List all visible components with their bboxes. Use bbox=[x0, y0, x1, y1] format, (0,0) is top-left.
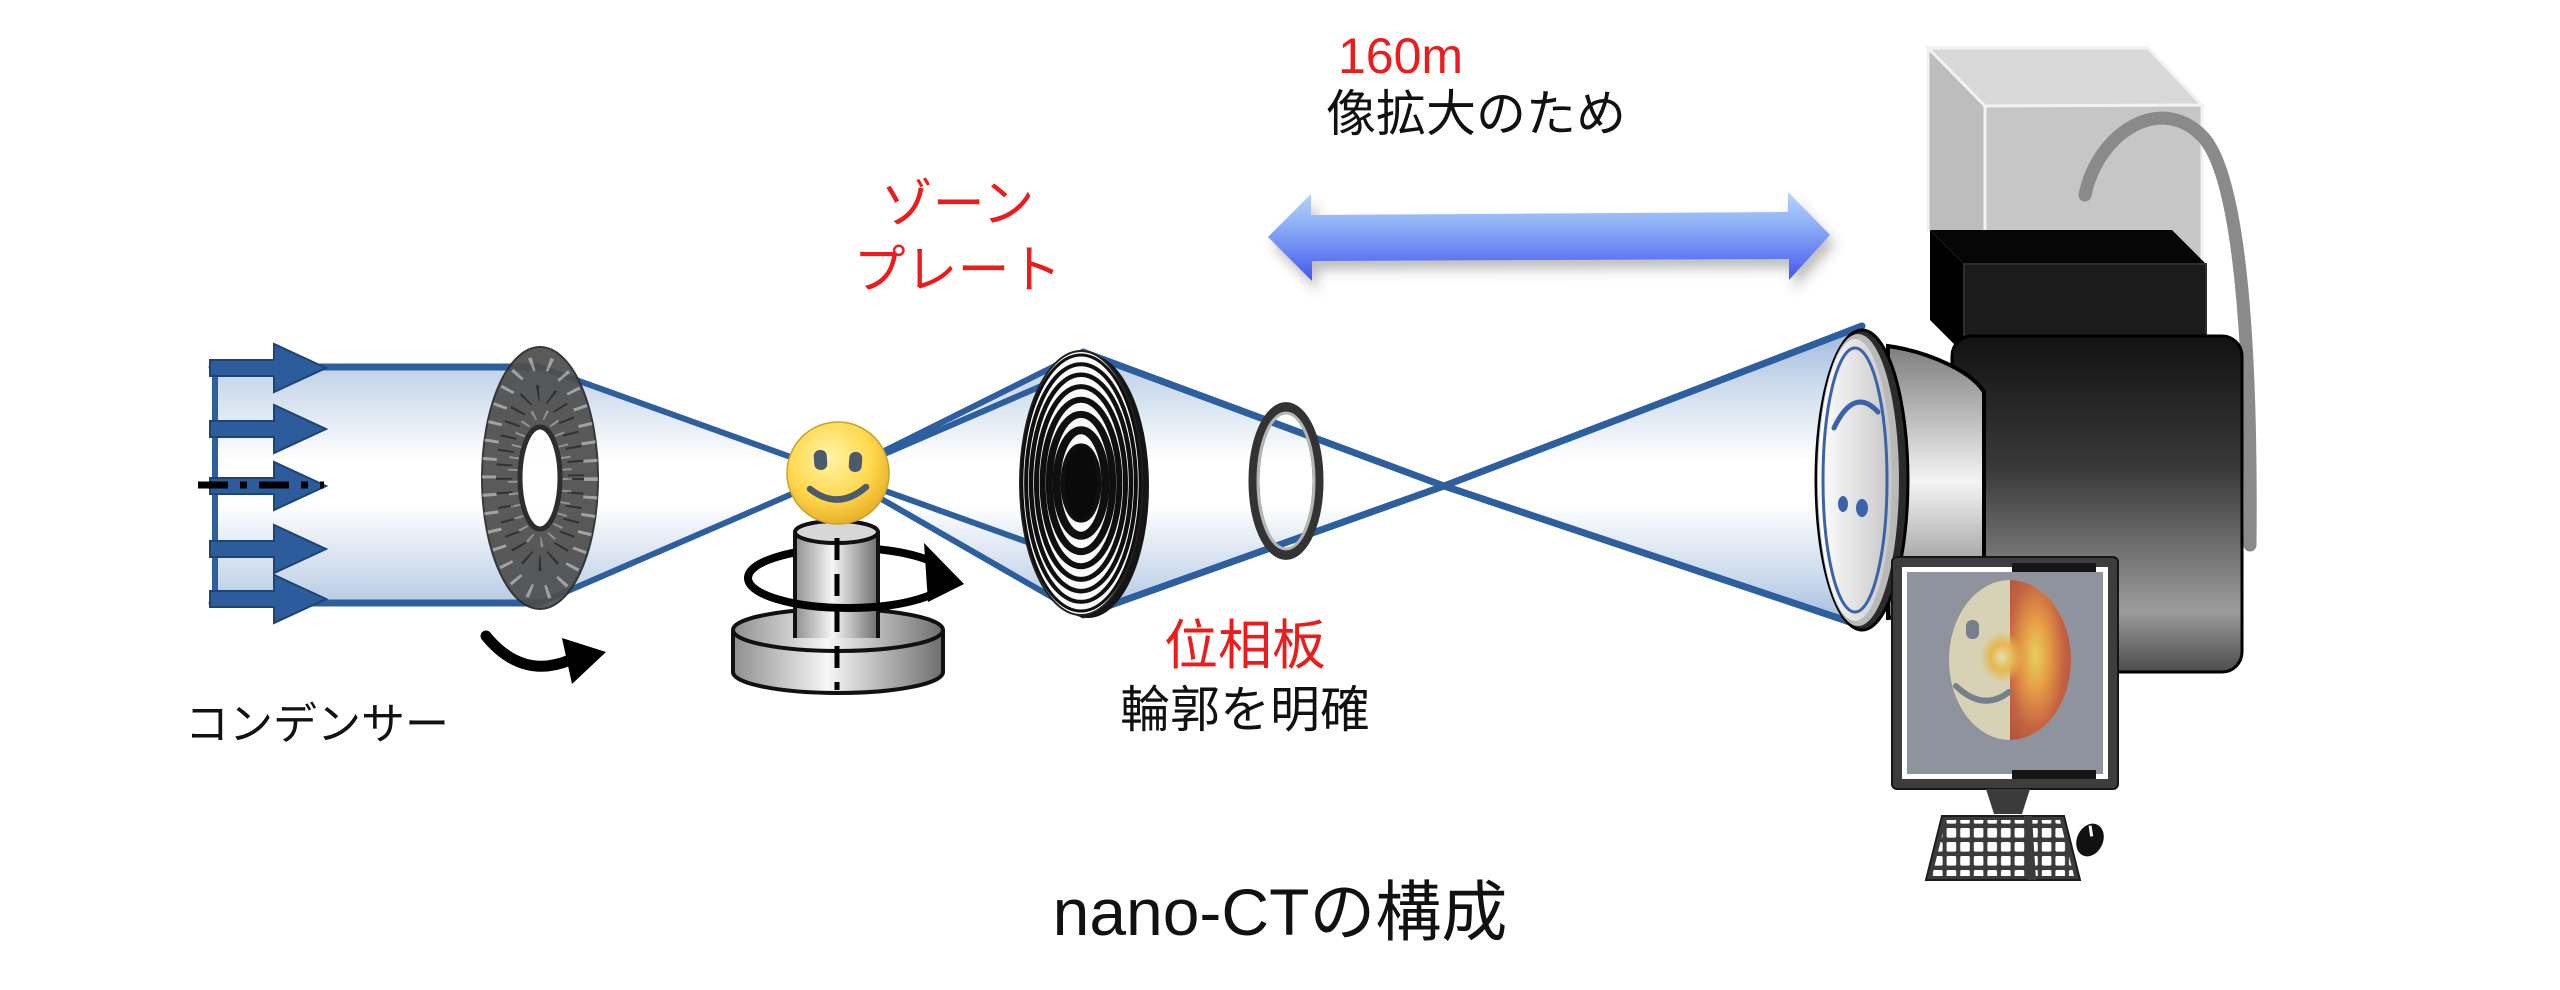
keyboard bbox=[1924, 815, 2082, 881]
condenser-rotation-arrow bbox=[480, 630, 606, 684]
zone-plate bbox=[1019, 350, 1149, 618]
xray-beam bbox=[208, 322, 1866, 630]
phase-plate-purpose-label: 輪郭を明確 bbox=[1120, 682, 1370, 738]
magnification-purpose-label: 像拡大のため bbox=[1326, 86, 1626, 142]
mouse bbox=[2076, 823, 2104, 857]
phase-plate bbox=[1248, 402, 1324, 560]
stage-rotation-arrowhead bbox=[924, 543, 964, 602]
condenser-lens bbox=[481, 346, 599, 610]
reconstructed-sample-image bbox=[1949, 580, 2071, 740]
monitor-stand bbox=[1986, 789, 2030, 814]
zone-plate-label-line2: プレート bbox=[853, 242, 1062, 300]
magnification-double-arrow bbox=[1268, 192, 1830, 281]
phase-plate-label: 位相板 bbox=[1164, 616, 1326, 676]
distance-label: 160m bbox=[1338, 28, 1464, 84]
cable bbox=[2078, 111, 2257, 552]
sample-stage bbox=[731, 502, 964, 695]
lens-image-inverted-smiley bbox=[1831, 399, 1881, 517]
sample-smiley bbox=[786, 421, 890, 525]
detector-lens bbox=[1814, 328, 1910, 632]
zone-plate-label-line1: ゾーン bbox=[880, 176, 1035, 234]
page-title: nano-CTの構成 bbox=[1052, 875, 1508, 949]
monitor bbox=[1891, 556, 2119, 814]
condenser-label: コンデンサー bbox=[185, 700, 449, 749]
